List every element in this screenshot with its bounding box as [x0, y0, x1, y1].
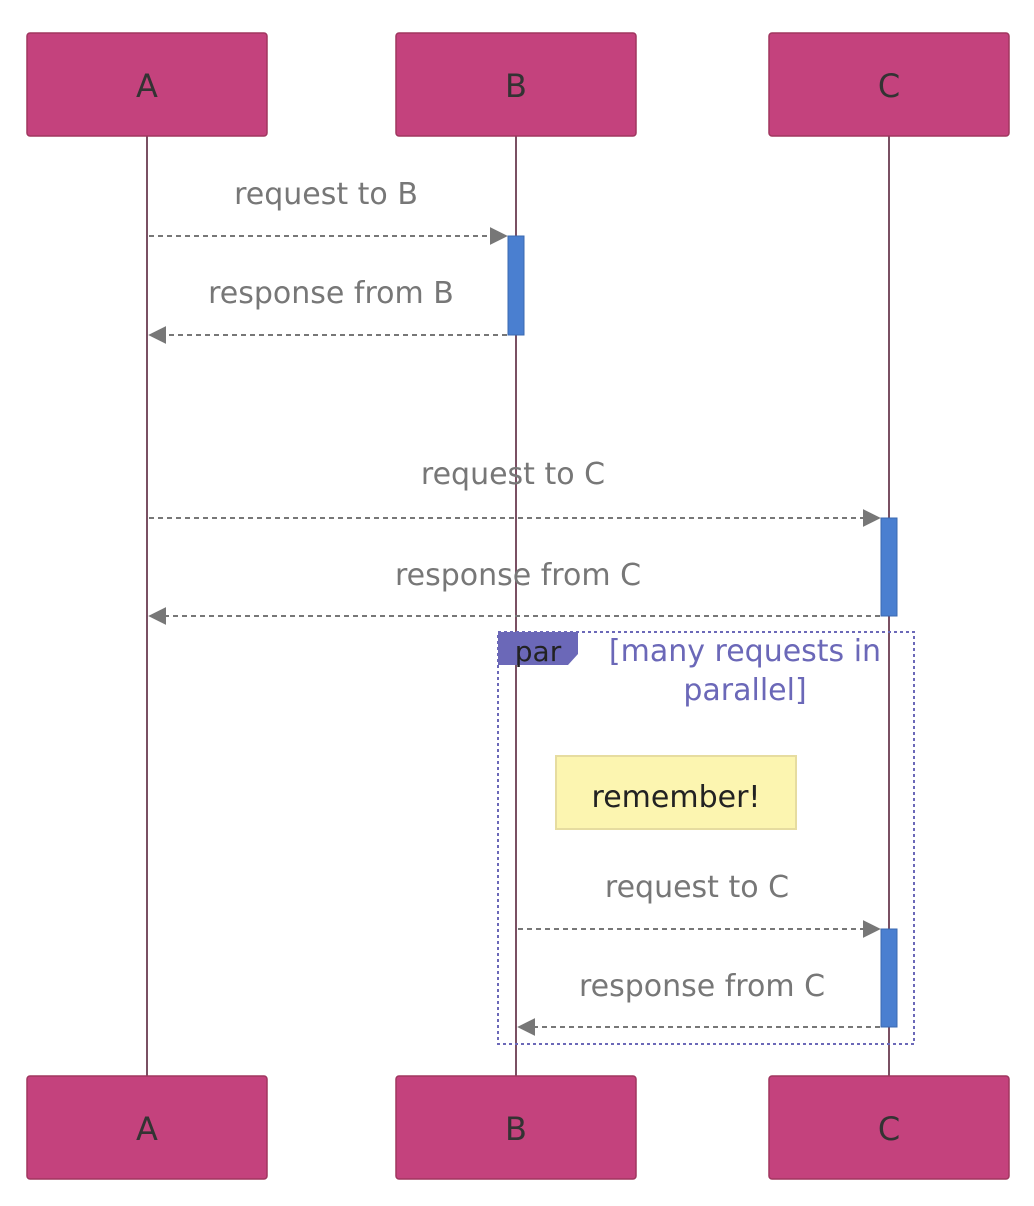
message-label: request to C [605, 870, 789, 905]
message-label: request to B [234, 177, 418, 212]
actor-a-bottom [26, 1075, 268, 1180]
par-condition-line-2: parallel] [683, 673, 806, 708]
note-text: remember! [592, 780, 761, 815]
actor-a-top-label: A [136, 67, 158, 105]
message-label: response from C [395, 558, 641, 593]
par-keyword: par [515, 635, 562, 668]
activation-c-1 [880, 517, 898, 617]
actor-b-bottom [395, 1075, 637, 1180]
actor-b-top [395, 32, 637, 137]
message-label: response from C [579, 969, 825, 1004]
actor-c-top-label: C [878, 67, 900, 105]
actor-c-bottom [768, 1075, 1010, 1180]
activation-c-2 [880, 928, 898, 1028]
actor-a-top [26, 32, 268, 137]
actor-c-top [768, 32, 1010, 137]
actor-b-bottom-label: B [505, 1110, 527, 1148]
actor-c-bottom-label: C [878, 1110, 900, 1148]
message-label: response from B [208, 276, 454, 311]
activation-b [507, 235, 525, 336]
actor-b-top-label: B [505, 67, 527, 105]
par-condition-line-1: [many requests in [609, 634, 881, 669]
message-label: request to C [421, 457, 605, 492]
par-keyword-tab [498, 632, 578, 665]
note-box [555, 755, 797, 830]
actor-a-bottom-label: A [136, 1110, 158, 1148]
